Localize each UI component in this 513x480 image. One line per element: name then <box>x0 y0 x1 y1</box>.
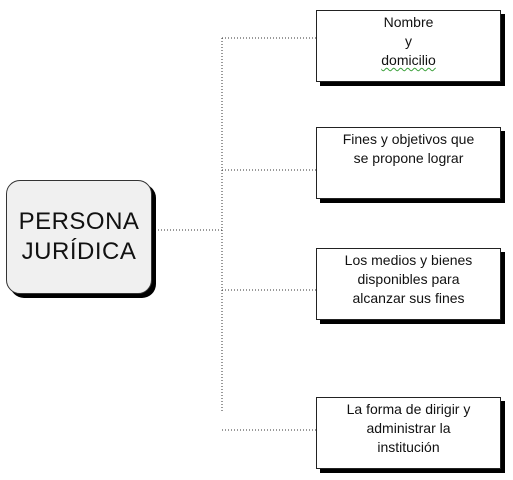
node-medios-bienes: Los medios y bienes disponibles para alc… <box>316 248 501 320</box>
node-nombre-domicilio: Nombre y domicilio <box>316 10 501 82</box>
root-node-label: PERSONA JURÍDICA <box>19 207 140 267</box>
node-fines-objetivos: Fines y objetivos que se propone lograr <box>316 127 501 199</box>
node-4-line-3: institución <box>377 439 440 455</box>
root-label-line-2: JURÍDICA <box>21 238 137 265</box>
node-3-line-2: disponibles para <box>357 271 460 287</box>
node-forma-dirigir: La forma de dirigir y administrar la ins… <box>316 397 501 469</box>
node-4-line-1: La forma de dirigir y <box>346 401 471 417</box>
node-1-line-2: y <box>405 33 412 49</box>
root-label-line-1: PERSONA <box>18 208 140 235</box>
root-node-persona-juridica: PERSONA JURÍDICA <box>6 180 152 294</box>
node-3-line-3: alcanzar sus fines <box>352 290 465 306</box>
node-2-line-2: se propone lograr <box>353 150 464 166</box>
node-2-line-1: Fines y objetivos que <box>342 131 475 147</box>
node-1-line-3: domicilio <box>317 51 500 70</box>
node-3-line-1: Los medios y bienes <box>344 252 473 268</box>
node-1-line-1: Nombre <box>383 14 434 30</box>
node-4-line-2: administrar la <box>366 420 451 436</box>
node-1-line-3-text: domicilio <box>381 52 436 68</box>
